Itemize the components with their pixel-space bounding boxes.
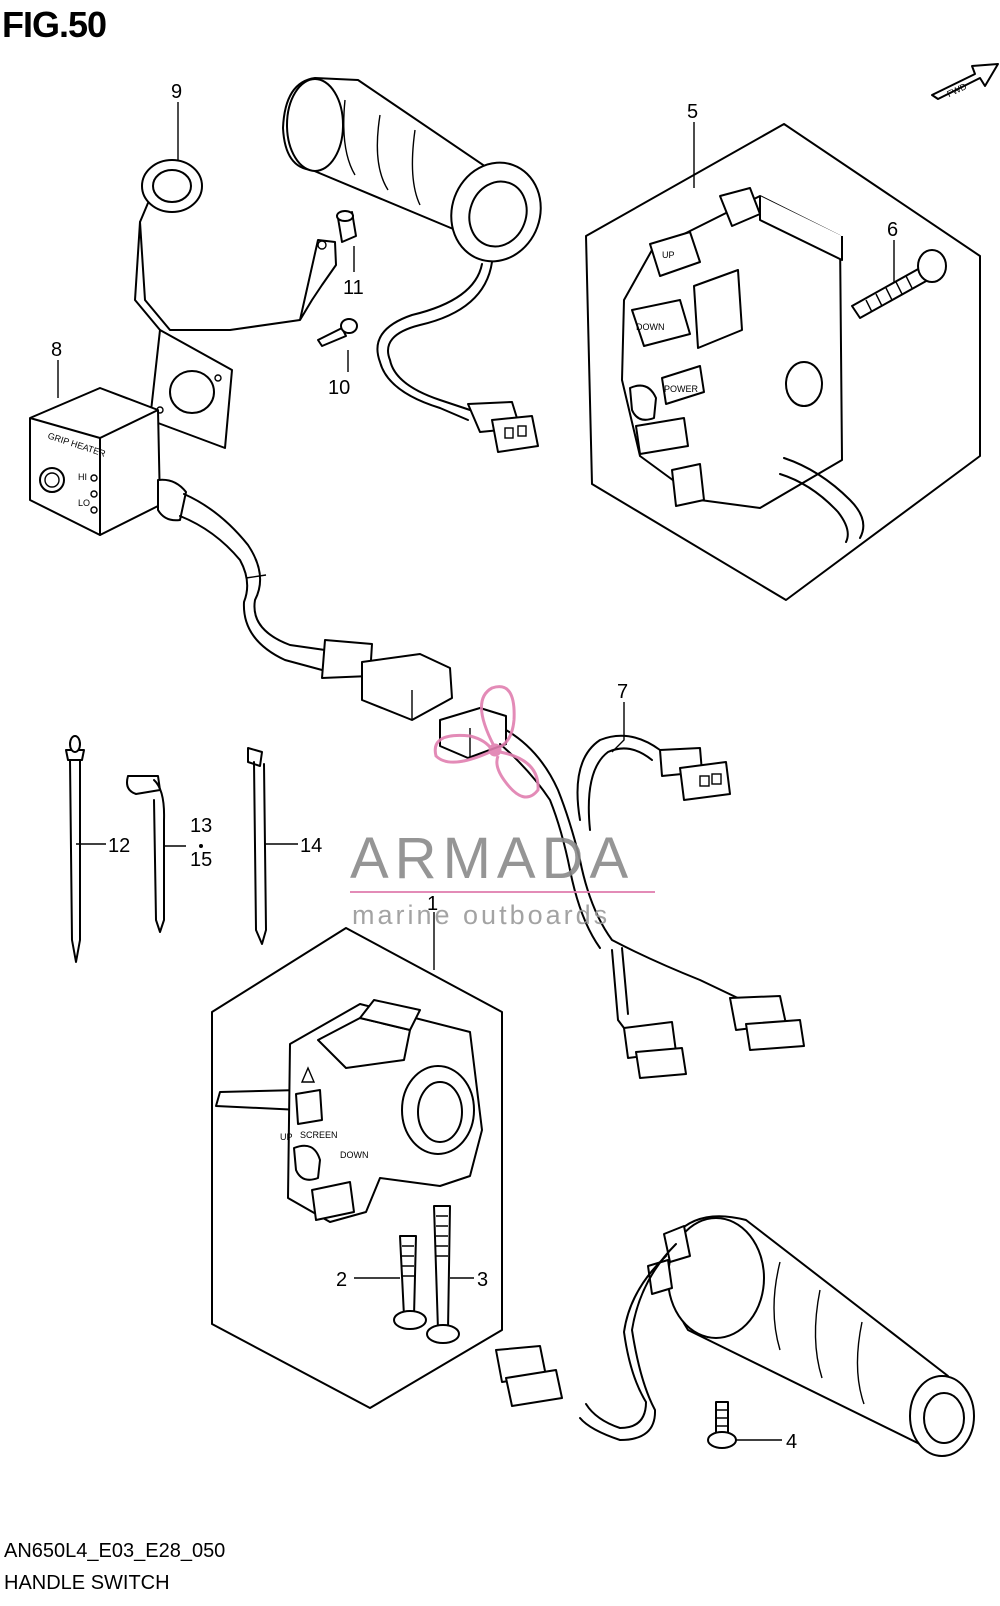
part-4-screw [707,1401,737,1449]
callout-10: 10 [328,377,350,399]
callout-1: 1 [427,893,438,915]
callout-11: 11 [343,277,364,299]
watermark-brand: ARMADA [350,826,634,891]
callout-3: 3 [477,1269,488,1291]
figure-title: FIG.50 [2,4,107,45]
heater-hi-label: HI [78,472,87,482]
right-down-label: DOWN [636,322,665,332]
upper-heated-grip [282,77,542,453]
callout-7: 7 [617,681,628,703]
callout-6: 6 [887,219,898,241]
left-scroll-label: SCREEN [300,1130,338,1140]
lower-heated-grip [495,1215,975,1457]
callout-2: 2 [336,1269,347,1291]
part-5-right-handle-switch: UP DOWN POWER [585,123,981,601]
figure-name: HANDLE SWITCH [4,1572,170,1594]
watermark-tagline: marine outboards [352,900,610,930]
left-up-label: UP [280,1132,293,1142]
heater-lo-label: LO [78,498,90,508]
part-14-cable-tie [247,747,267,945]
fwd-arrow-icon: FWD [931,63,999,100]
callout-15: 15 [190,849,212,871]
callout-4: 4 [786,1431,797,1453]
part-3-screw [426,1205,460,1344]
callout-13-15-separator [199,844,203,848]
right-up-label: UP [662,250,675,260]
part-1-left-handle-switch: UP DOWN SCREEN [211,927,503,1409]
callout-8: 8 [51,339,62,361]
leader-lines [57,102,895,1441]
part-11-collar [336,210,357,243]
part-6-screw [851,249,947,319]
callouts: 1 2 3 4 5 6 7 8 9 10 11 12 13 15 14 [51,81,898,1453]
callout-9: 9 [171,81,182,103]
part-9-bracket [134,159,337,449]
figure-code: AN650L4_E03_E28_050 [4,1540,226,1562]
part-10-screw [317,318,358,347]
part-13-15-clamp [126,775,166,933]
callout-5: 5 [687,101,698,123]
propeller-icon [433,685,540,799]
watermark: ARMADA marine outboards [350,685,655,930]
part-12-cable-tie [65,735,85,963]
callout-12: 12 [108,835,130,857]
callout-13: 13 [190,815,212,837]
callout-14: 14 [300,835,322,857]
left-down-label: DOWN [340,1150,369,1160]
part-8-grip-heater-switch: GRIP HEATER HI LO [29,387,453,721]
right-power-label: POWER [664,384,699,394]
part-2-screw [393,1235,427,1330]
